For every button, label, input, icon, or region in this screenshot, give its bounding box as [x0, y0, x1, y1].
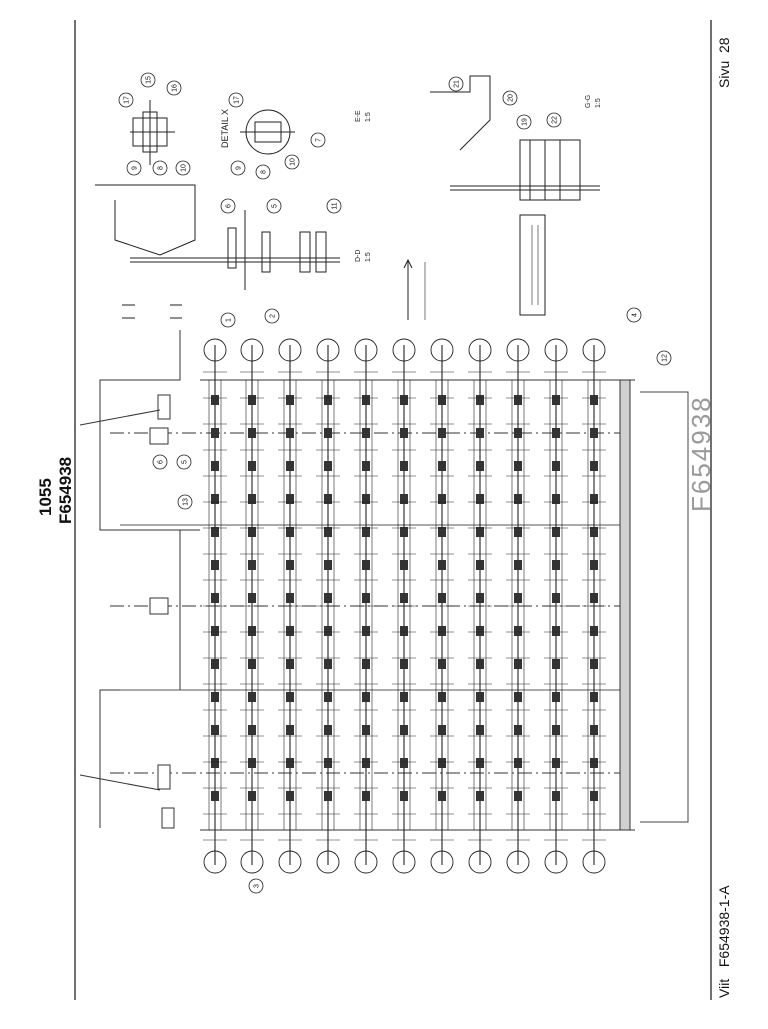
part-balloon: 2: [264, 308, 280, 324]
part-balloon: 17: [118, 92, 134, 108]
part-balloon: 22: [546, 112, 562, 128]
detail-view-a: [130, 100, 175, 165]
balloon-label: 16: [172, 84, 179, 92]
roll-station: [468, 338, 492, 874]
doc-prefix: Viit: [716, 978, 732, 998]
balloon-label: 4: [632, 313, 639, 317]
balloon-label: 17: [124, 96, 131, 104]
balloon-label: 11: [332, 202, 339, 209]
balloon-label: 10: [181, 164, 188, 172]
balloon-label: 10: [290, 158, 297, 166]
part-balloon: 21: [448, 76, 464, 92]
part-balloon: 5: [266, 198, 282, 214]
part-balloon: 5: [176, 454, 192, 470]
page-number: Sivu 28: [716, 37, 732, 88]
part-balloon: 1: [220, 312, 236, 328]
title-code: F654938: [56, 456, 75, 524]
page-label: Sivu: [716, 60, 732, 88]
balloon-label: 13: [183, 498, 190, 506]
roll-station: [430, 338, 454, 874]
part-balloon: 8: [152, 160, 168, 176]
balloon-label: 2: [270, 314, 277, 318]
detail-view-b: [240, 109, 295, 155]
document-code: Viit F654938-1-A: [716, 885, 732, 998]
balloon-label: 1: [226, 318, 233, 322]
part-balloon: 4: [626, 307, 642, 323]
title-number: 1055: [36, 478, 55, 516]
section-label-3: G-G: [585, 95, 592, 108]
balloon-label: 7: [316, 138, 323, 142]
roll-stations: [203, 338, 606, 874]
balloon-label: 5: [182, 460, 189, 464]
part-balloon: 3: [248, 878, 264, 894]
balloon-label: 21: [454, 80, 461, 88]
roll-station: [354, 338, 378, 874]
part-balloon: 13: [177, 494, 193, 510]
balloon-label: 22: [552, 116, 559, 124]
section-view-shaft: [95, 184, 340, 290]
balloon-label: 3: [254, 884, 261, 888]
part-balloon: 6: [152, 454, 168, 470]
section-markers: [122, 304, 182, 319]
balloon-label: 6: [158, 460, 165, 464]
roll-station: [544, 338, 568, 874]
part-balloon: 12: [656, 350, 672, 366]
balloon-label: 5: [272, 204, 279, 208]
part-balloon: 7: [310, 132, 326, 148]
balloon-label: 15: [146, 76, 153, 84]
drawing-watermark: F654938: [686, 395, 716, 512]
part-balloon: 6: [220, 198, 236, 214]
section-scale-2: 1:5: [365, 252, 372, 262]
part-balloon: 10: [175, 160, 191, 176]
conveyor-base: [619, 379, 631, 831]
part-balloon: 19: [516, 114, 532, 130]
section-label-1: E-E: [355, 110, 362, 122]
part-balloon: 11: [326, 198, 342, 214]
part-balloon: 17: [228, 92, 244, 108]
roll-station: [392, 338, 416, 874]
roll-station: [506, 338, 530, 874]
balloon-label: 6: [226, 204, 233, 208]
balloon-label: 8: [261, 170, 268, 174]
detail-label: DETAIL X: [220, 109, 230, 148]
balloon-label: 8: [158, 166, 165, 170]
direction-arrow: [403, 258, 426, 320]
part-balloon: 8: [255, 164, 271, 180]
part-balloon: 9: [126, 160, 142, 176]
balloon-label: 9: [236, 166, 243, 170]
balloon-label: 9: [132, 166, 139, 170]
balloon-label: 19: [522, 118, 529, 126]
mounting-brackets: [79, 394, 175, 829]
roll-station: [203, 338, 227, 874]
part-balloon: 20: [502, 90, 518, 106]
roll-station: [582, 338, 606, 874]
roll-station: [316, 338, 340, 874]
balloon-label: 20: [508, 94, 515, 102]
roll-station: [240, 338, 264, 874]
doc-code-value: F654938-1-A: [716, 885, 732, 968]
frame-outline: [99, 330, 689, 831]
part-balloon: 15: [140, 72, 156, 88]
balloon-label: 12: [662, 354, 669, 362]
roll-station: [278, 338, 302, 874]
right-detail-view: [430, 75, 600, 316]
section-scale-1: 1:5: [365, 112, 372, 122]
part-balloon: 9: [230, 160, 246, 176]
part-balloon: 10: [284, 154, 300, 170]
page-number-value: 28: [716, 37, 732, 53]
section-label-2: D-D: [355, 250, 362, 262]
part-balloon: 16: [166, 80, 182, 96]
balloon-label: 17: [234, 96, 241, 104]
section-scale-3: 1:5: [595, 98, 602, 108]
